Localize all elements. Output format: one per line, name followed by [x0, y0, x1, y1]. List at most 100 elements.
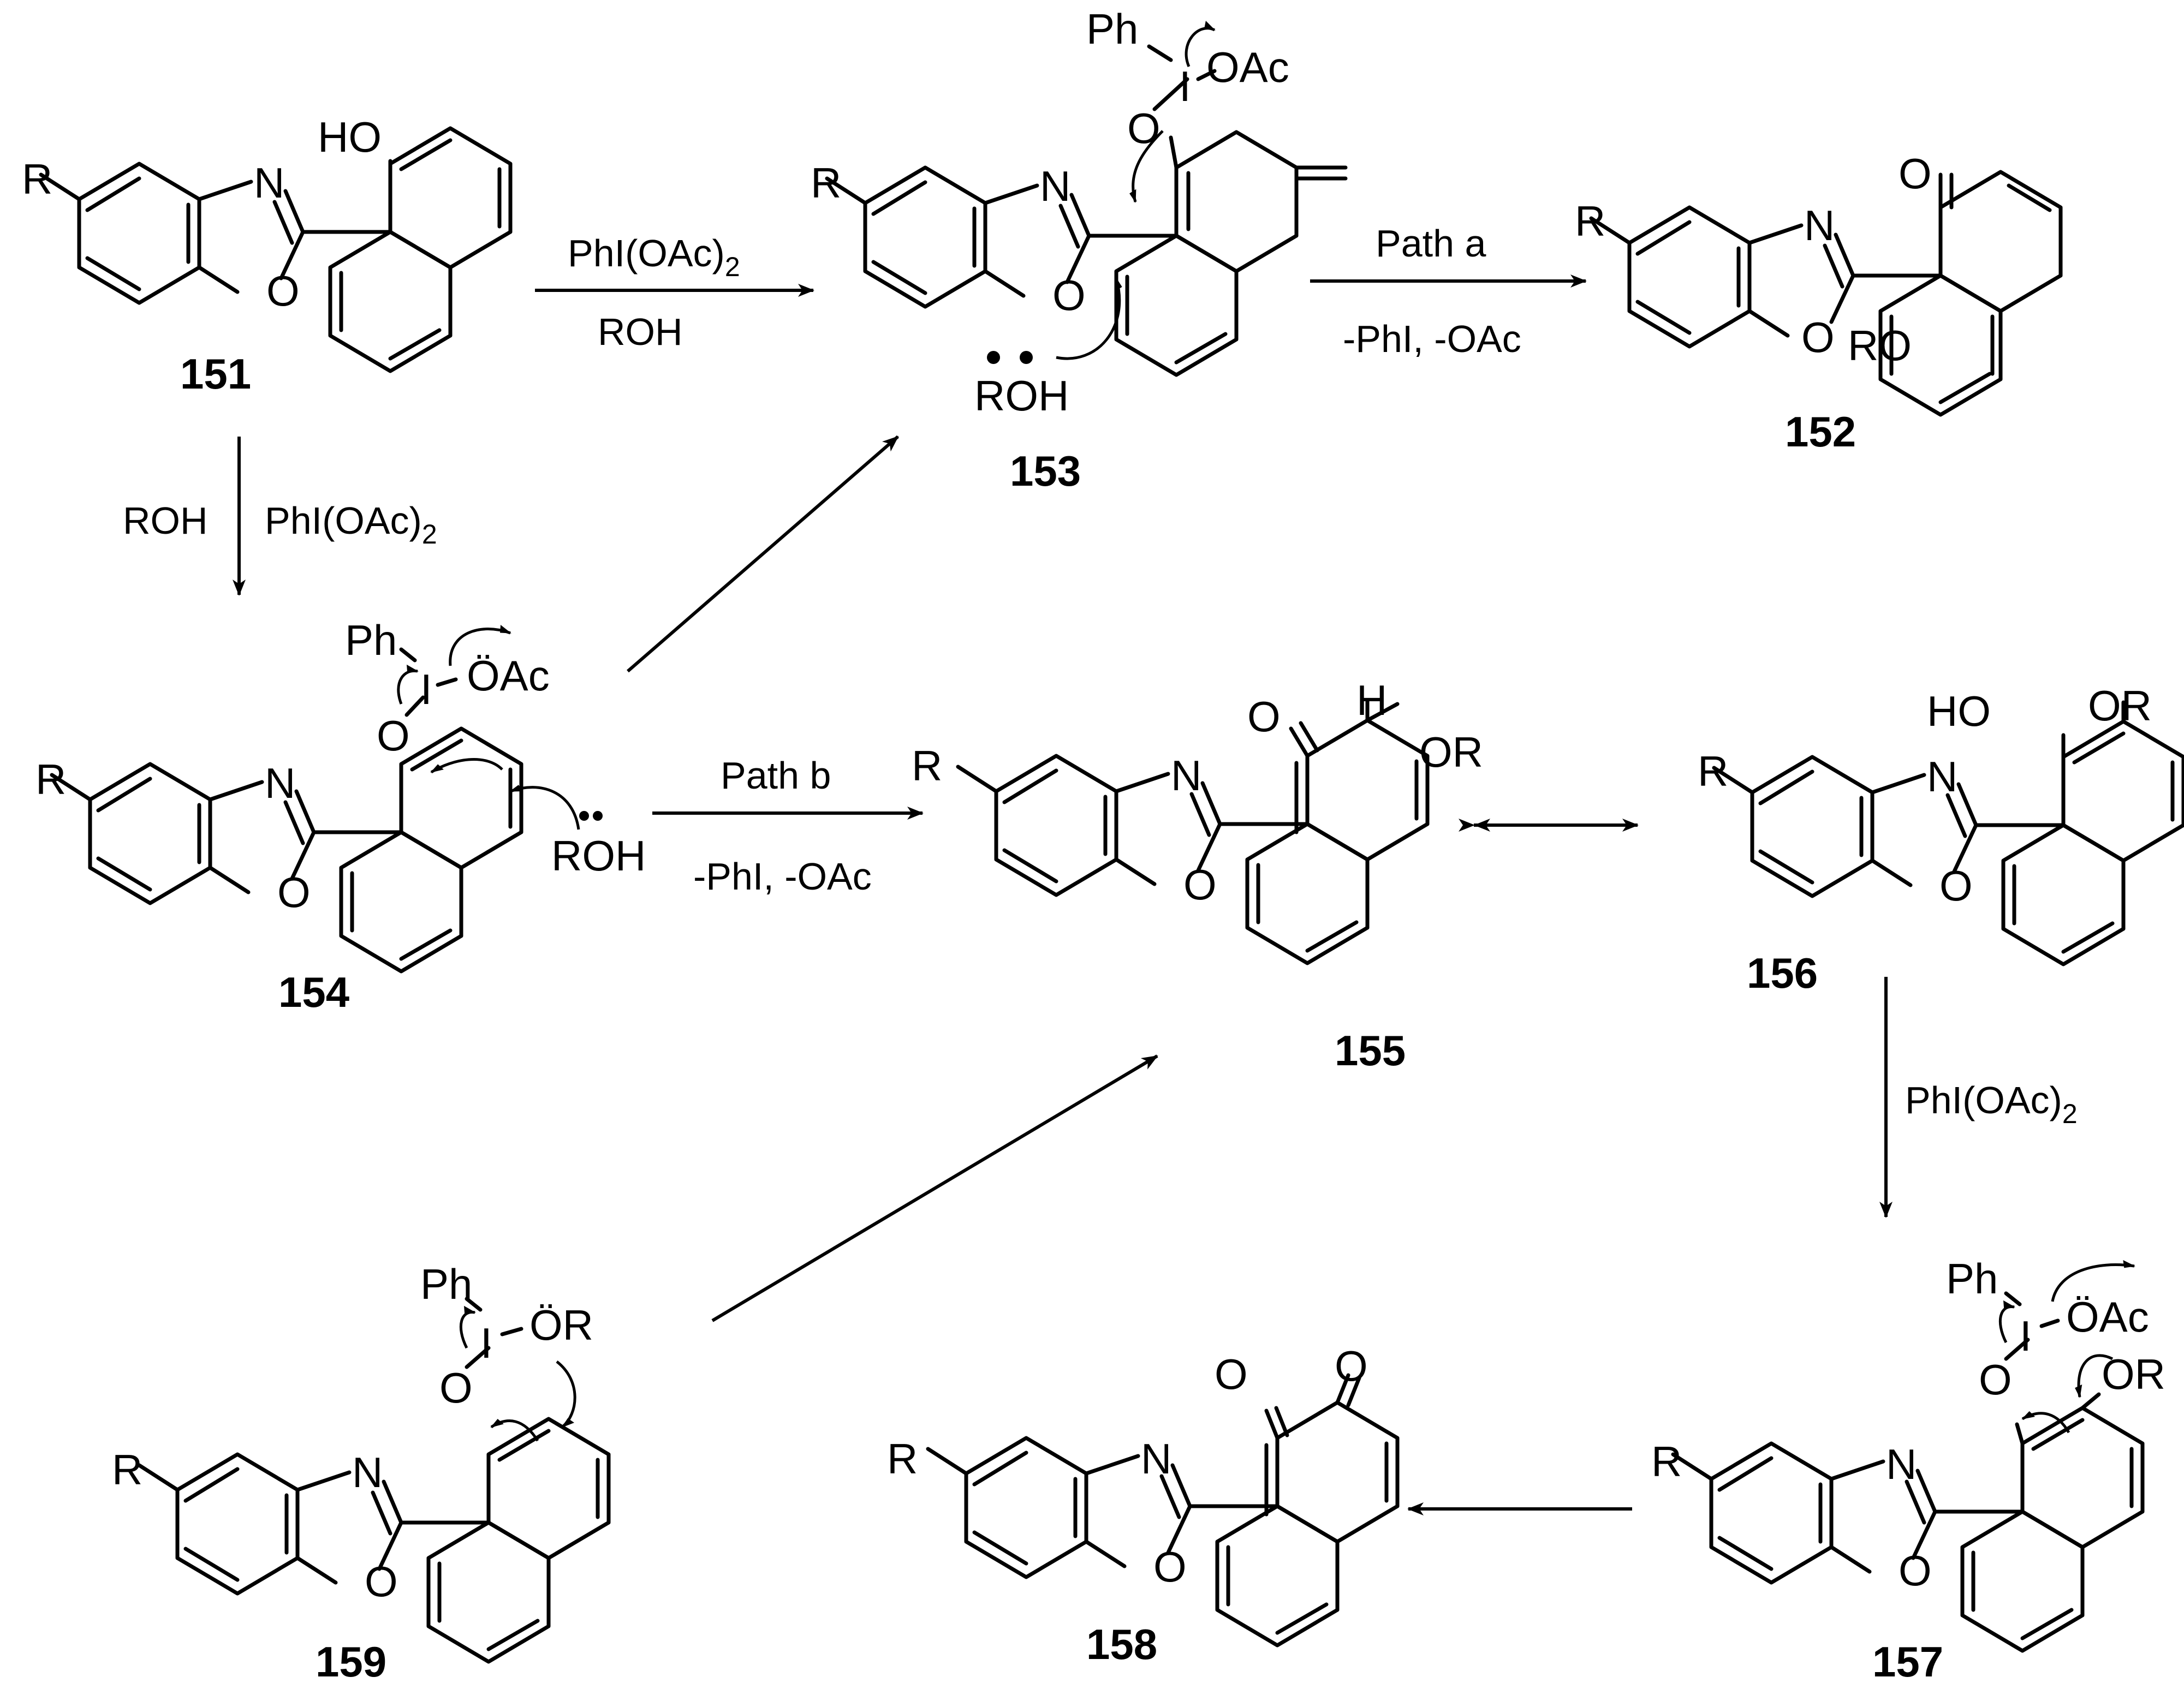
- atom-O-152: O: [1801, 313, 1835, 361]
- atom-I-157: I: [2020, 1312, 2032, 1360]
- atom-O-153-iodane: O: [1127, 104, 1161, 152]
- byproducts-label: -PhI, -OAc: [693, 855, 872, 898]
- lone-pair-dot: [579, 811, 589, 821]
- compound-156: [1714, 700, 2183, 964]
- electron-arrow-154: [430, 758, 503, 774]
- atom-N-159: N: [352, 1448, 383, 1496]
- atom-N-153: N: [1040, 162, 1070, 210]
- compound-number-152: 152: [1785, 408, 1856, 456]
- compound-number-157: 157: [1872, 1638, 1943, 1683]
- atom-R-157: R: [1651, 1437, 1682, 1485]
- atom-OAc-153: OAc: [1206, 43, 1289, 91]
- atom-HO-151: HO: [318, 113, 382, 161]
- electron-arrow-153: [1056, 277, 1122, 360]
- reagent-label: PhI(OAc)2: [568, 232, 740, 282]
- electron-arrow-157: [2051, 1260, 2135, 1302]
- atom-N-158: N: [1141, 1435, 1171, 1483]
- path-b-label: Path b: [721, 754, 831, 797]
- atom-RO-152: RO: [1848, 321, 1912, 369]
- atom-I-159: I: [480, 1319, 492, 1367]
- atom-N-155: N: [1171, 751, 1201, 799]
- atom-ROH-153: ROH: [974, 372, 1069, 420]
- compound-number-158: 158: [1086, 1620, 1157, 1668]
- atom-Ph-154: Ph: [345, 616, 397, 664]
- atom-O-158-ketone-1: O: [1215, 1350, 1248, 1398]
- atom-O-155: O: [1183, 861, 1217, 909]
- atom-OAc-157: ÖAc: [2066, 1293, 2149, 1341]
- atom-N-157: N: [1886, 1440, 1917, 1488]
- atom-R-158: R: [887, 1435, 918, 1483]
- alcohol-label: ROH: [598, 311, 683, 353]
- compound-number-159: 159: [316, 1638, 386, 1683]
- lone-pair-dot: [593, 811, 603, 821]
- atom-Ph-153: Ph: [1086, 5, 1138, 53]
- atom-N-152: N: [1804, 201, 1835, 249]
- lone-pair-dot: [987, 351, 1000, 364]
- electron-arrow-154: [397, 664, 419, 705]
- electron-arrow-159: [556, 1360, 576, 1428]
- atom-N-154: N: [265, 759, 295, 807]
- reagent-label: PhI(OAc)2: [1905, 1079, 2078, 1129]
- electron-arrow-154: [509, 785, 580, 830]
- byproducts-label: -PhI, -OAc: [1343, 318, 1521, 360]
- atom-O-156: O: [1939, 862, 1973, 910]
- atom-R-159: R: [112, 1446, 142, 1494]
- compound-153: [827, 130, 1348, 377]
- atom-H-155: H: [1356, 676, 1387, 724]
- atom-O-153: O: [1052, 271, 1086, 319]
- atom-R-156: R: [1698, 747, 1728, 795]
- compound-number-153: 153: [1010, 447, 1081, 495]
- electron-arrow-153: [1185, 21, 1216, 67]
- compound-159: [139, 1419, 609, 1662]
- atom-O-155-ketone: O: [1247, 693, 1281, 741]
- compound-158: [928, 1373, 1400, 1648]
- atom-OR-159: ÖR: [529, 1301, 593, 1349]
- compound-152: [1591, 170, 2063, 417]
- atom-OAc-154: ÖAc: [467, 652, 550, 700]
- atom-O-154-iodane: O: [377, 712, 410, 760]
- compound-155: [958, 699, 1430, 965]
- lone-pair-dot: [1020, 351, 1033, 364]
- electron-arrow-159: [490, 1419, 539, 1442]
- atom-R-154: R: [35, 755, 66, 803]
- compound-157: [1673, 1392, 2143, 1651]
- electron-arrow-159: [459, 1305, 476, 1349]
- atom-R-153: R: [811, 159, 841, 207]
- atom-I-154: I: [420, 665, 432, 713]
- atom-OR-156: OR: [2088, 682, 2152, 730]
- atom-I-153: I: [1179, 62, 1191, 110]
- electron-arrow-157: [2075, 1354, 2114, 1398]
- resonance-arrow-head-left: [1474, 819, 1490, 832]
- atom-O-159-iodane: O: [439, 1364, 473, 1412]
- compound-154: [52, 729, 521, 971]
- atom-O-151: O: [266, 267, 300, 315]
- atom-R-155: R: [912, 742, 942, 790]
- atom-O-157-iodane: O: [1979, 1356, 2012, 1404]
- atom-R-151: R: [22, 155, 52, 203]
- arrow-154-to-153: [627, 435, 899, 673]
- compound-number-155: 155: [1335, 1026, 1406, 1075]
- atom-ROH-154: ROH: [551, 832, 646, 880]
- electron-arrow-157: [2021, 1411, 2070, 1434]
- atom-Ph-159: Ph: [420, 1260, 472, 1308]
- atom-O-159: O: [365, 1557, 398, 1606]
- compound-151: [41, 128, 510, 371]
- atom-R-152: R: [1575, 197, 1605, 245]
- atom-N-151: N: [254, 159, 284, 207]
- atom-O-152-ketone: O: [1899, 150, 1932, 198]
- electron-arrow-154: [449, 624, 511, 666]
- atom-O-154: O: [277, 868, 311, 916]
- reagent-label: PhI(OAc)2: [265, 499, 437, 550]
- alcohol-label: ROH: [123, 499, 208, 542]
- electron-arrow-157: [1998, 1300, 2015, 1344]
- atom-Ph-157: Ph: [1946, 1255, 1998, 1303]
- atom-O-157: O: [1899, 1547, 1932, 1595]
- compound-number-154: 154: [278, 968, 349, 1016]
- atom-OR-155: OR: [1419, 728, 1483, 776]
- path-a-label: Path a: [1376, 222, 1486, 265]
- atom-N-156: N: [1927, 753, 1957, 801]
- atom-O-158-ketone-2: O: [1335, 1342, 1368, 1390]
- compound-number-156: 156: [1747, 949, 1818, 997]
- arrow-159-to-155: [711, 1054, 1158, 1322]
